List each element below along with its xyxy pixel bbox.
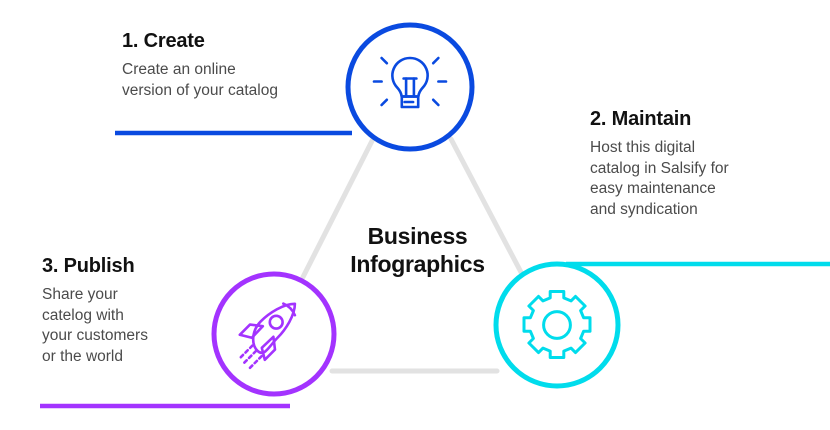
center-title: Business Infographics <box>350 223 485 278</box>
step-create-text: 1. Create Create an online version of yo… <box>122 30 357 101</box>
node-create[interactable] <box>345 22 475 152</box>
rocket-icon <box>238 302 297 371</box>
step-publish-text: 3. Publish Share your catelog with your … <box>42 255 207 367</box>
gear-icon <box>522 290 592 359</box>
node-maintain[interactable] <box>493 261 621 389</box>
lightbulb-icon <box>372 56 448 109</box>
step-create-body: Create an online version of your catalog <box>122 61 278 99</box>
node-create-ring <box>345 22 475 152</box>
connector-create-to-publish <box>300 136 376 280</box>
step-publish-body: Share your catelog with your customers o… <box>42 286 148 365</box>
node-publish-ring <box>211 271 337 397</box>
connector-create-to-maintain <box>448 136 526 279</box>
step-maintain-text: 2. Maintain Host this digital catalog in… <box>590 108 805 220</box>
node-publish[interactable] <box>211 271 337 397</box>
step-maintain-body: Host this digital catalog in Salsify for… <box>590 139 729 218</box>
step-create-title: 1. Create <box>122 30 205 52</box>
step-publish-title: 3. Publish <box>42 255 135 277</box>
connector-lines <box>300 136 526 374</box>
node-maintain-ring <box>493 261 621 389</box>
step-maintain-title: 2. Maintain <box>590 108 692 130</box>
